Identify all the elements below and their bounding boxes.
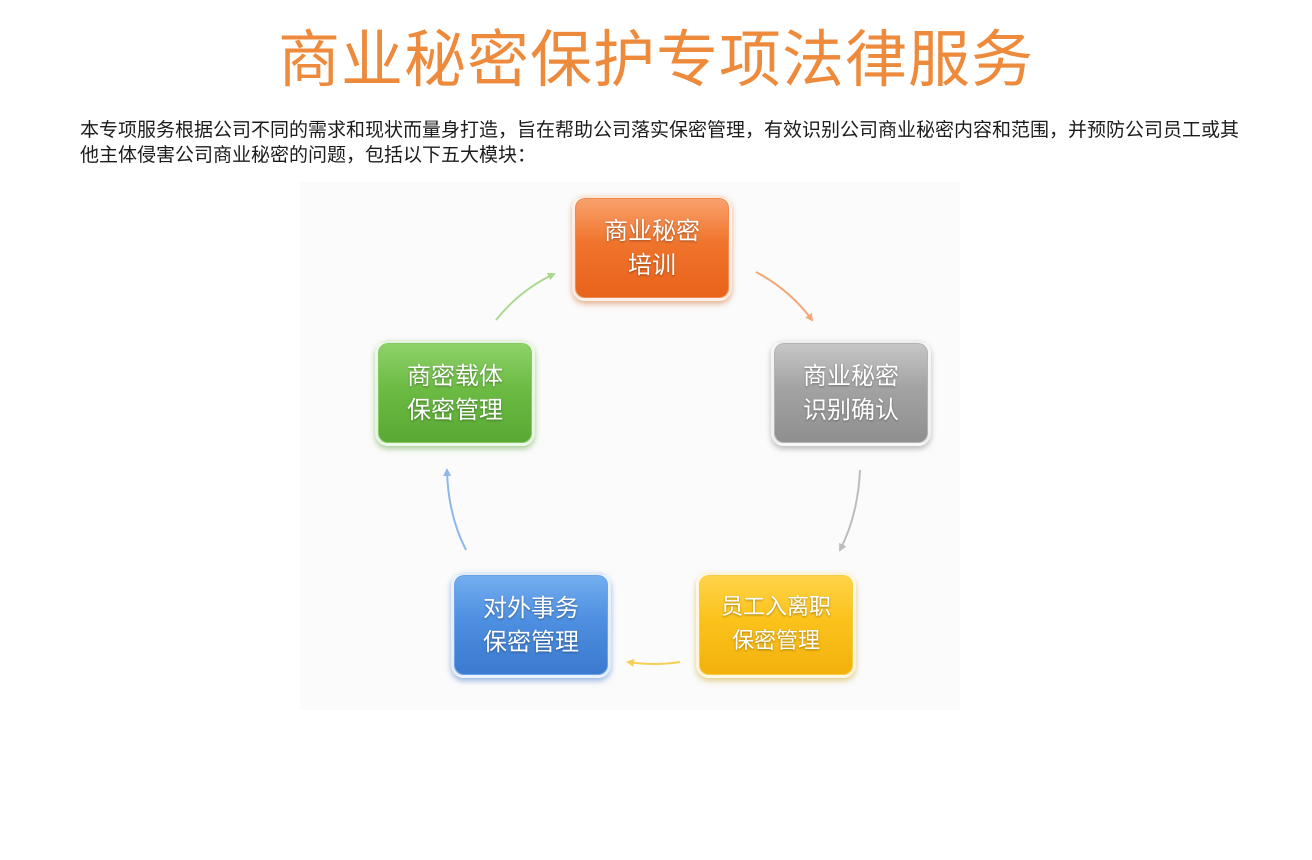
arrow-2-to-3	[839, 469, 861, 552]
module-label-line1: 对外事务	[483, 594, 579, 622]
module-label-line2: 保密管理	[731, 629, 820, 654]
module-label-line2: 识别确认	[803, 396, 899, 424]
module-secret-carrier-management: 商密载体 保密管理	[375, 340, 535, 446]
arrow-4-to-5	[443, 468, 467, 551]
module-label-line1: 商业秘密	[604, 217, 700, 245]
arrow-1-to-2	[755, 271, 814, 322]
module-label-line2: 保密管理	[483, 628, 579, 656]
module-label-line1: 商业秘密	[803, 362, 899, 390]
module-label-line1: 商密载体	[407, 362, 503, 390]
arrow-3-to-4	[626, 658, 681, 667]
arrow-5-to-1	[495, 272, 556, 321]
module-trade-secret-training: 商业秘密 培训	[572, 195, 732, 301]
module-external-affairs: 对外事务 保密管理	[451, 572, 611, 678]
page-title: 商业秘密保护专项法律服务	[277, 23, 1034, 96]
module-employee-onboarding-offboarding: 员工入离职 保密管理	[696, 572, 856, 678]
module-label-line2: 保密管理	[407, 396, 503, 424]
module-trade-secret-identification: 商业秘密 识别确认	[771, 340, 931, 446]
intro-paragraph: 本专项服务根据公司不同的需求和现状而量身打造，旨在帮助公司落实保密管理，有效识别…	[80, 119, 1240, 166]
module-label-line1: 员工入离职	[720, 595, 831, 620]
module-label-line2: 培训	[628, 251, 676, 279]
